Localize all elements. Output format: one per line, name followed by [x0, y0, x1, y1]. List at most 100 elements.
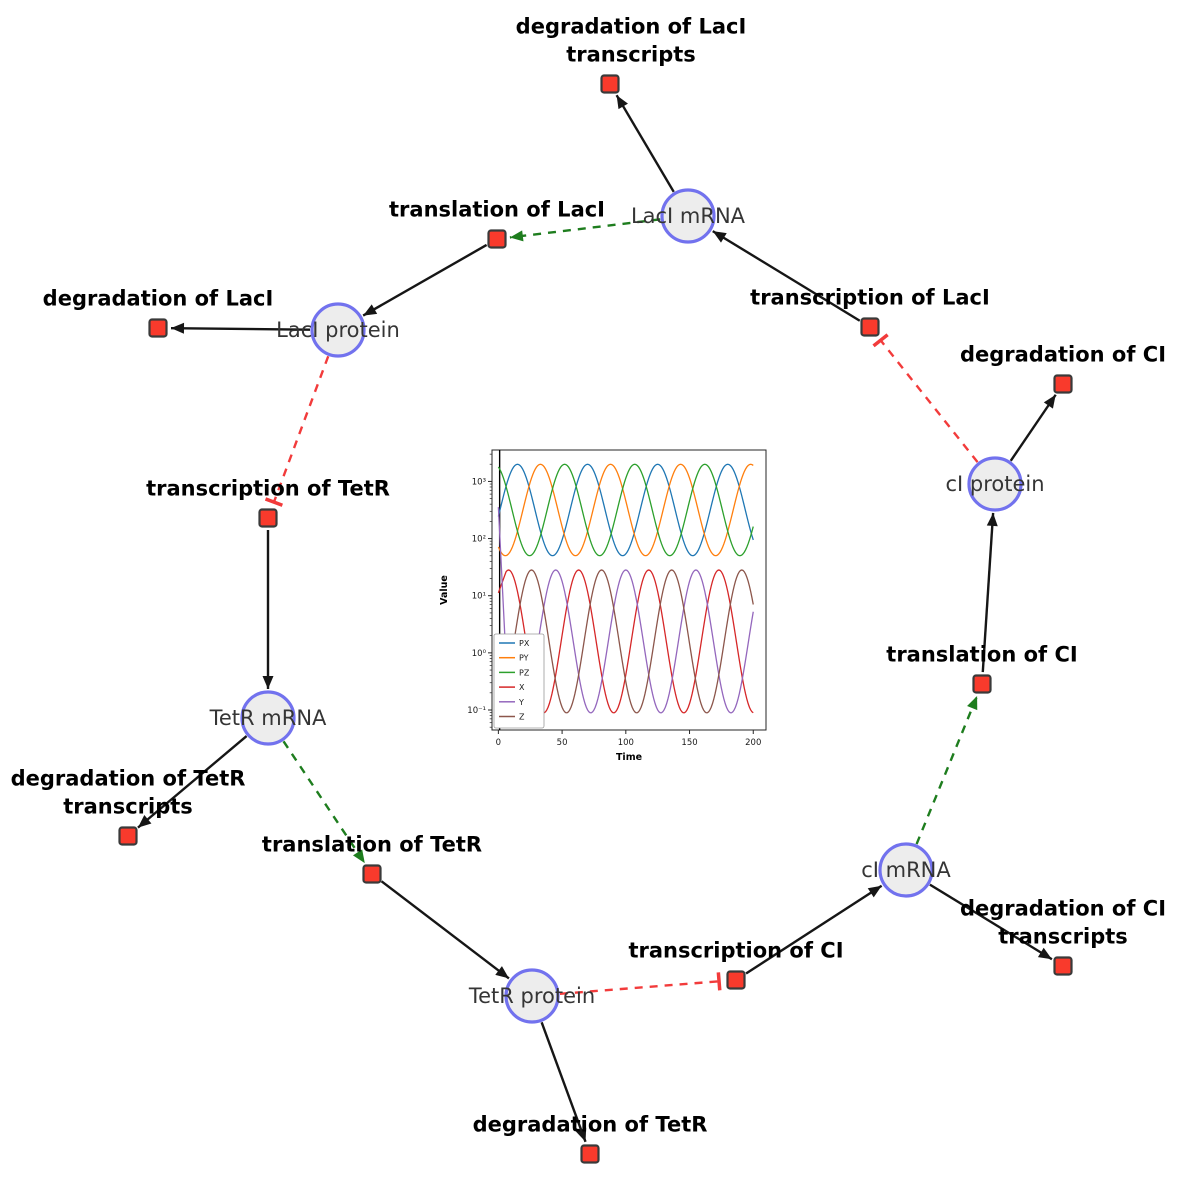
arrowhead-icon — [170, 322, 185, 334]
species-label: LacI protein — [276, 318, 400, 342]
reaction-node-transl_CI[interactable] — [972, 674, 992, 694]
edge-consumption-LacI_mRNA-deg_LacI_tx — [615, 94, 675, 193]
reaction-label: transcripts — [63, 795, 193, 819]
legend-label-X: X — [519, 683, 525, 692]
species-label: cI mRNA — [861, 858, 951, 882]
reaction-label: degradation of LacI — [516, 15, 747, 39]
reaction-label: degradation of TetR — [11, 767, 246, 791]
y-tick-label: 10¹ — [472, 592, 486, 602]
y-tick-label: 10⁰ — [472, 649, 487, 659]
series-line-Z — [497, 569, 754, 714]
y-tick-label: 10² — [472, 535, 486, 545]
y-tick-label: 10⁻¹ — [467, 706, 486, 716]
arrowhead-icon — [616, 95, 628, 110]
edge-production-transl_LacI-LacI_protein — [362, 243, 488, 317]
x-tick-label: 200 — [745, 738, 761, 748]
edge-production-transl_CI-cI_protein — [981, 512, 995, 673]
series-line-Y — [497, 507, 754, 714]
reaction-label: degradation of TetR — [473, 1113, 708, 1137]
species-node-cI_mRNA[interactable] — [878, 842, 934, 898]
reaction-node-transl_LacI[interactable] — [487, 229, 507, 249]
reaction-label: transcripts — [998, 925, 1128, 949]
y-tick-label: 10³ — [472, 477, 486, 487]
reaction-label: transcripts — [566, 43, 696, 67]
edge-consumption-TetR_protein-deg_TetR — [540, 1021, 587, 1143]
species-label: TetR mRNA — [209, 706, 327, 730]
x-tick-label: 150 — [681, 738, 697, 748]
edge-modifier-cI_mRNA-transl_CI — [915, 695, 979, 845]
arrowhead-icon — [867, 885, 882, 898]
arrowhead-icon — [967, 696, 978, 711]
reaction-label: translation of TetR — [262, 833, 482, 857]
arrowhead-icon — [363, 304, 378, 316]
arrowhead-icon — [1037, 947, 1052, 960]
edge-consumption-LacI_protein-deg_LacI — [170, 326, 311, 331]
reaction-node-transl_TetR[interactable] — [362, 864, 382, 884]
reactions-layer: degradation of LacI transcripts translatio… — [11, 15, 1166, 1164]
edge-inhibition-LacI_protein-transc_TetR — [272, 355, 330, 503]
reaction-label: translation of CI — [886, 643, 1077, 667]
species-node-LacI_protein[interactable] — [310, 302, 366, 358]
edge-production-transl_TetR-TetR_protein — [380, 880, 510, 980]
species-label: TetR protein — [468, 984, 595, 1008]
reaction-label: transcription of TetR — [146, 477, 390, 501]
legend-label-Z: Z — [519, 713, 525, 722]
edge-modifier-LacI_mRNA-transl_LacI — [509, 218, 661, 239]
arrowhead-icon — [353, 849, 365, 864]
edge-modifier-TetR_mRNA-transl_TetR — [282, 740, 366, 864]
reaction-label: degradation of CI — [960, 343, 1166, 367]
inhibition-tee-icon — [716, 972, 722, 991]
arrowhead-icon — [137, 815, 152, 828]
x-tick-label: 0 — [496, 738, 501, 748]
reaction-label: degradation of CI — [960, 897, 1166, 921]
edge-production-transc_LacI-LacI_mRNA — [712, 230, 861, 322]
reaction-label: transcription of CI — [628, 939, 843, 963]
species-node-cI_protein[interactable] — [967, 456, 1023, 512]
reaction-node-transc_TetR[interactable] — [258, 508, 278, 528]
arrowhead-icon — [495, 966, 509, 979]
reaction-node-deg_TetR[interactable] — [580, 1144, 600, 1164]
x-axis-label: Time — [616, 752, 642, 763]
arrowhead-icon — [1043, 394, 1056, 409]
reaction-node-deg_CI_tx[interactable] — [1053, 956, 1073, 976]
edge-consumption-cI_protein-deg_CI — [1009, 394, 1057, 462]
inhibition-tee-icon — [264, 497, 283, 507]
reaction-node-transc_CI[interactable] — [726, 970, 746, 990]
species-label: LacI mRNA — [631, 204, 746, 228]
arrowhead-icon — [509, 230, 524, 242]
edge-production-transc_CI-cI_mRNA — [745, 884, 883, 975]
species-node-TetR_protein[interactable] — [504, 968, 560, 1024]
species-node-LacI_mRNA[interactable] — [660, 188, 716, 244]
reaction-node-deg_LacI[interactable] — [148, 318, 168, 338]
inhibition-tee-icon — [872, 333, 889, 348]
arrowhead-icon — [262, 676, 274, 689]
series-line-PZ — [497, 463, 754, 557]
species-label: cI protein — [945, 472, 1044, 496]
arrowhead-icon — [712, 231, 727, 243]
x-tick-label: 100 — [618, 738, 634, 748]
edge-consumption-TetR_mRNA-deg_TetR_tx — [137, 735, 248, 829]
edges-layer — [137, 94, 1057, 1143]
y-axis-label: Value — [439, 575, 450, 605]
edge-inhibition-TetR_protein-transc_CI — [559, 980, 720, 996]
legend-label-Y: Y — [518, 698, 524, 707]
reaction-label: degradation of LacI — [43, 287, 274, 311]
reaction-node-transc_LacI[interactable] — [860, 317, 880, 337]
edge-inhibition-cI_protein-transc_LacI — [879, 339, 979, 463]
reaction-node-deg_LacI_tx[interactable] — [600, 74, 620, 94]
reaction-node-deg_TetR_tx[interactable] — [118, 826, 138, 846]
edge-consumption-cI_mRNA-deg_CI_tx — [929, 883, 1053, 961]
arrowhead-icon — [986, 512, 998, 527]
series-line-PY — [497, 463, 754, 557]
x-tick-label: 50 — [557, 738, 568, 748]
reaction-label: transcription of LacI — [750, 286, 990, 310]
arrowhead-icon — [575, 1127, 587, 1142]
reaction-node-deg_CI[interactable] — [1053, 374, 1073, 394]
species-node-TetR_mRNA[interactable] — [240, 690, 296, 746]
reaction-label: translation of LacI — [389, 198, 605, 222]
legend-label-PY: PY — [519, 654, 529, 663]
